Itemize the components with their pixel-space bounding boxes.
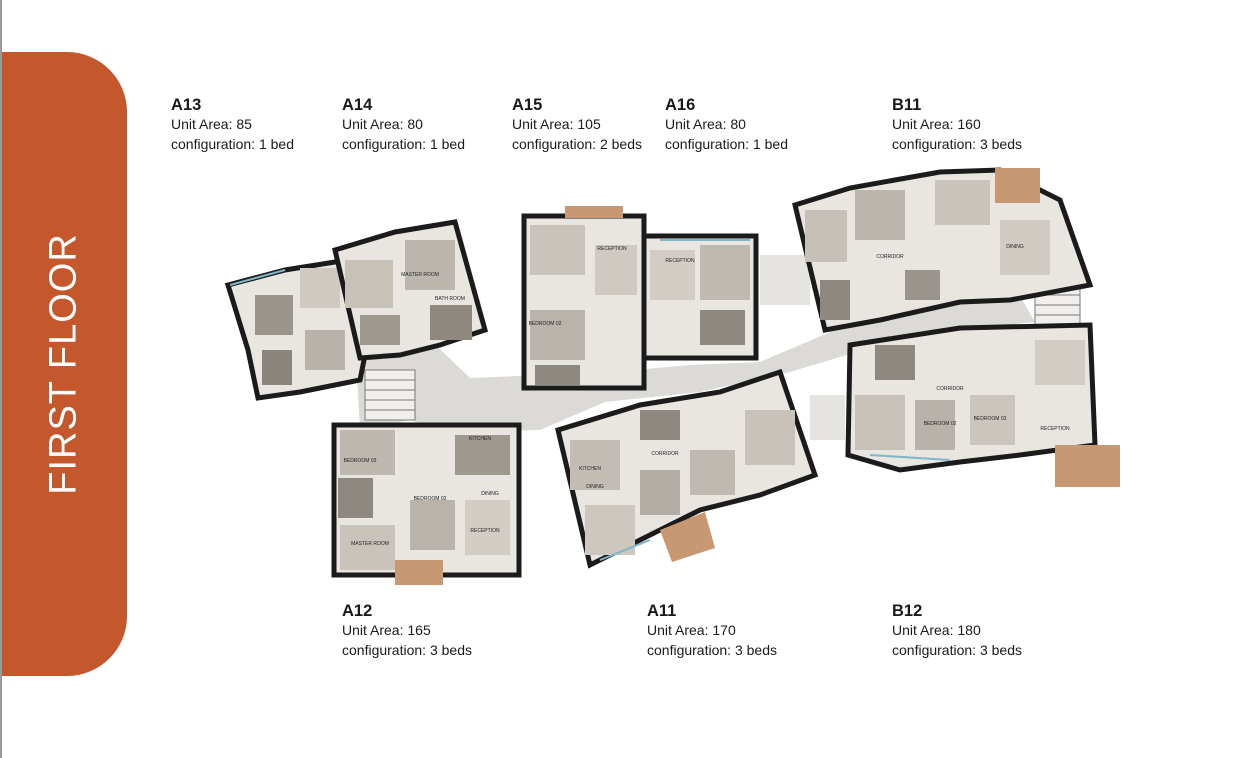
unit-config: 3 beds bbox=[979, 641, 1022, 658]
config-label: configuration: bbox=[342, 135, 427, 152]
unit-code: A13 bbox=[171, 96, 202, 114]
unit-config: 3 beds bbox=[979, 135, 1022, 152]
plan-a14 bbox=[332, 219, 489, 361]
unit-code: A16 bbox=[665, 96, 696, 114]
unit-a15: A15 Unit Area: 105 configuration: 2 beds bbox=[512, 95, 642, 154]
unit-area: 160 bbox=[957, 116, 981, 132]
unit-area: 85 bbox=[236, 116, 252, 132]
unit-area: 105 bbox=[577, 116, 601, 132]
unit-config: 1 bed bbox=[258, 135, 294, 152]
common-corridor bbox=[355, 255, 1035, 440]
stairs bbox=[364, 284, 1081, 421]
unit-area: 180 bbox=[957, 622, 981, 638]
floor-side-tab bbox=[2, 52, 127, 676]
unit-code: B11 bbox=[892, 96, 922, 114]
plan-a12 bbox=[331, 422, 522, 585]
area-label: Unit Area: bbox=[342, 622, 404, 638]
unit-a13: A13 Unit Area: 85 configuration: 1 bed bbox=[171, 95, 294, 154]
config-label: configuration: bbox=[892, 135, 977, 152]
plan-a15 bbox=[521, 206, 647, 391]
plan-a13 bbox=[224, 252, 389, 401]
config-label: configuration: bbox=[342, 641, 427, 658]
unit-config: 2 beds bbox=[599, 135, 642, 152]
config-label: configuration: bbox=[892, 641, 977, 658]
area-label: Unit Area: bbox=[647, 622, 709, 638]
left-edge-rule bbox=[0, 0, 2, 758]
unit-a11: A11 Unit Area: 170 configuration: 3 beds bbox=[647, 601, 777, 660]
unit-area: 170 bbox=[712, 622, 736, 638]
unit-a16: A16 Unit Area: 80 configuration: 1 bed bbox=[665, 95, 788, 154]
area-label: Unit Area: bbox=[892, 116, 954, 132]
unit-a14: A14 Unit Area: 80 configuration: 1 bed bbox=[342, 95, 465, 154]
unit-config: 3 beds bbox=[734, 641, 777, 658]
unit-area: 80 bbox=[407, 116, 423, 132]
area-label: Unit Area: bbox=[512, 116, 574, 132]
config-label: configuration: bbox=[171, 135, 256, 152]
unit-config: 3 beds bbox=[429, 641, 472, 658]
unit-code: A14 bbox=[342, 96, 373, 114]
unit-a12: A12 Unit Area: 165 configuration: 3 beds bbox=[342, 601, 472, 660]
unit-area: 80 bbox=[730, 116, 746, 132]
unit-code: A15 bbox=[512, 96, 543, 114]
plan-b11 bbox=[792, 167, 1094, 333]
unit-code: A12 bbox=[342, 602, 373, 620]
area-label: Unit Area: bbox=[171, 116, 233, 132]
area-label: Unit Area: bbox=[342, 116, 404, 132]
unit-code: A11 bbox=[647, 602, 677, 620]
config-label: configuration: bbox=[647, 641, 732, 658]
plan-a16 bbox=[641, 233, 759, 361]
unit-config: 1 bed bbox=[752, 135, 788, 152]
unit-b12: B12 Unit Area: 180 configuration: 3 beds bbox=[892, 601, 1022, 660]
config-label: configuration: bbox=[665, 135, 750, 152]
plan-a11 bbox=[555, 368, 819, 569]
unit-config: 1 bed bbox=[429, 135, 465, 152]
unit-b11: B11 Unit Area: 160 configuration: 3 beds bbox=[892, 95, 1022, 154]
area-label: Unit Area: bbox=[665, 116, 727, 132]
unit-area: 165 bbox=[407, 622, 431, 638]
area-label: Unit Area: bbox=[892, 622, 954, 638]
unit-code: B12 bbox=[892, 602, 923, 620]
plan-b12 bbox=[845, 322, 1120, 487]
config-label: configuration: bbox=[512, 135, 597, 152]
windows bbox=[229, 239, 951, 561]
